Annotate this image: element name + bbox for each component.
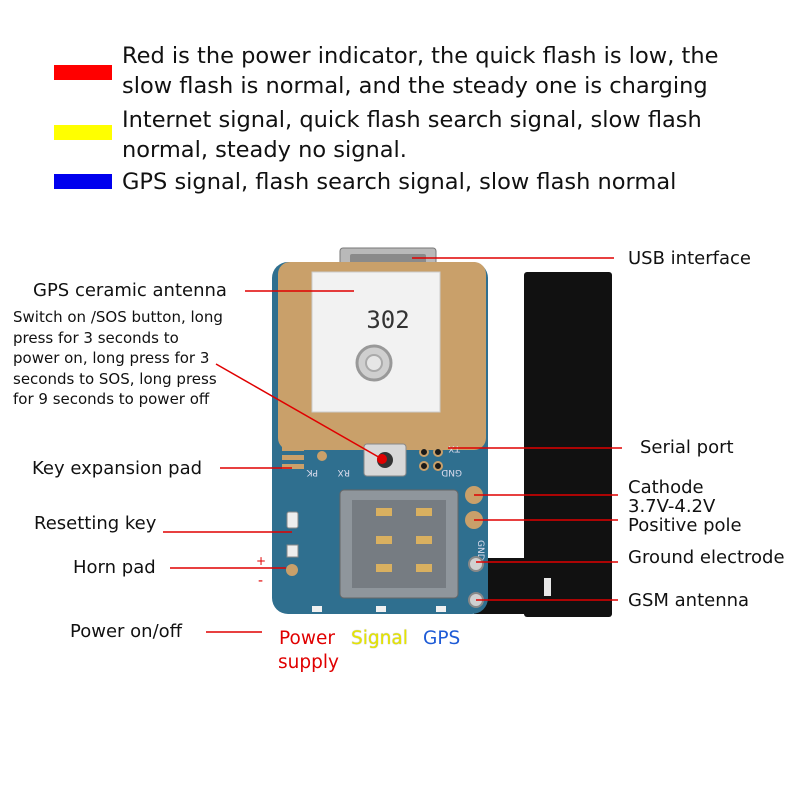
silk-gnd: GND — [475, 540, 485, 561]
label-led-power-line2: supply — [278, 652, 339, 673]
led-power — [312, 606, 322, 612]
horn-pad-plus — [286, 544, 299, 558]
legend-red-text: Red is the power indicator, the quick fl… — [122, 43, 719, 99]
flex-antenna-contact — [544, 578, 551, 596]
label-led-signal: Signal — [351, 628, 408, 649]
sim-contacts — [376, 508, 432, 572]
label-cathode: Cathode — [628, 477, 704, 498]
horn-plus-sign: + — [256, 554, 266, 568]
horn-minus-sign: - — [258, 573, 263, 589]
serial-pads — [419, 447, 443, 471]
legend-yellow-bar — [54, 125, 112, 140]
label-voltage: 3.7V-4.2V — [628, 496, 716, 517]
reset-key — [286, 511, 299, 529]
label-key-expansion-pad: Key expansion pad — [32, 458, 203, 479]
legend-blue-text: GPS signal, flash search signal, slow fl… — [122, 169, 677, 195]
leader-sos — [215, 363, 383, 460]
horn-pad-minus — [286, 564, 298, 576]
legend-yellow-text: Internet signal, quick flash search sign… — [122, 107, 702, 163]
label-gsm-antenna: GSM antenna — [628, 590, 750, 611]
label-usb-interface: USB interface — [628, 248, 751, 269]
label-horn-pad: Horn pad — [73, 557, 156, 578]
ground-pad — [468, 556, 484, 572]
led-signal — [376, 606, 386, 612]
label-gps-antenna: GPS ceramic antenna — [33, 280, 227, 301]
gps-antenna-patch — [311, 271, 441, 413]
pcb: 302 RX PK TX GND — [256, 262, 488, 614]
gps-antenna-code: 302 — [366, 306, 409, 334]
label-serial-port: Serial port — [640, 437, 734, 458]
label-power-on-off: Power on/off — [70, 621, 183, 642]
silk-gnd-top: GND — [441, 467, 462, 477]
silk-rx: RX — [338, 467, 350, 477]
key-expansion-pads — [282, 446, 304, 469]
label-led-power-line1: Power — [279, 628, 335, 649]
leader-lines — [163, 257, 622, 633]
flex-antenna-body — [524, 272, 612, 617]
silk-pk: PK — [306, 467, 318, 477]
label-positive-pole: Positive pole — [628, 515, 742, 536]
label-ground-electrode: Ground electrode — [628, 547, 785, 568]
legend-red-bar — [54, 65, 112, 80]
led-gps — [436, 606, 446, 612]
label-led-gps: GPS — [423, 628, 461, 649]
label-resetting-key: Resetting key — [34, 513, 157, 534]
label-sos-button: Switch on /SOS button, long press for 3 … — [13, 308, 223, 408]
legend-blue-bar — [54, 174, 112, 189]
